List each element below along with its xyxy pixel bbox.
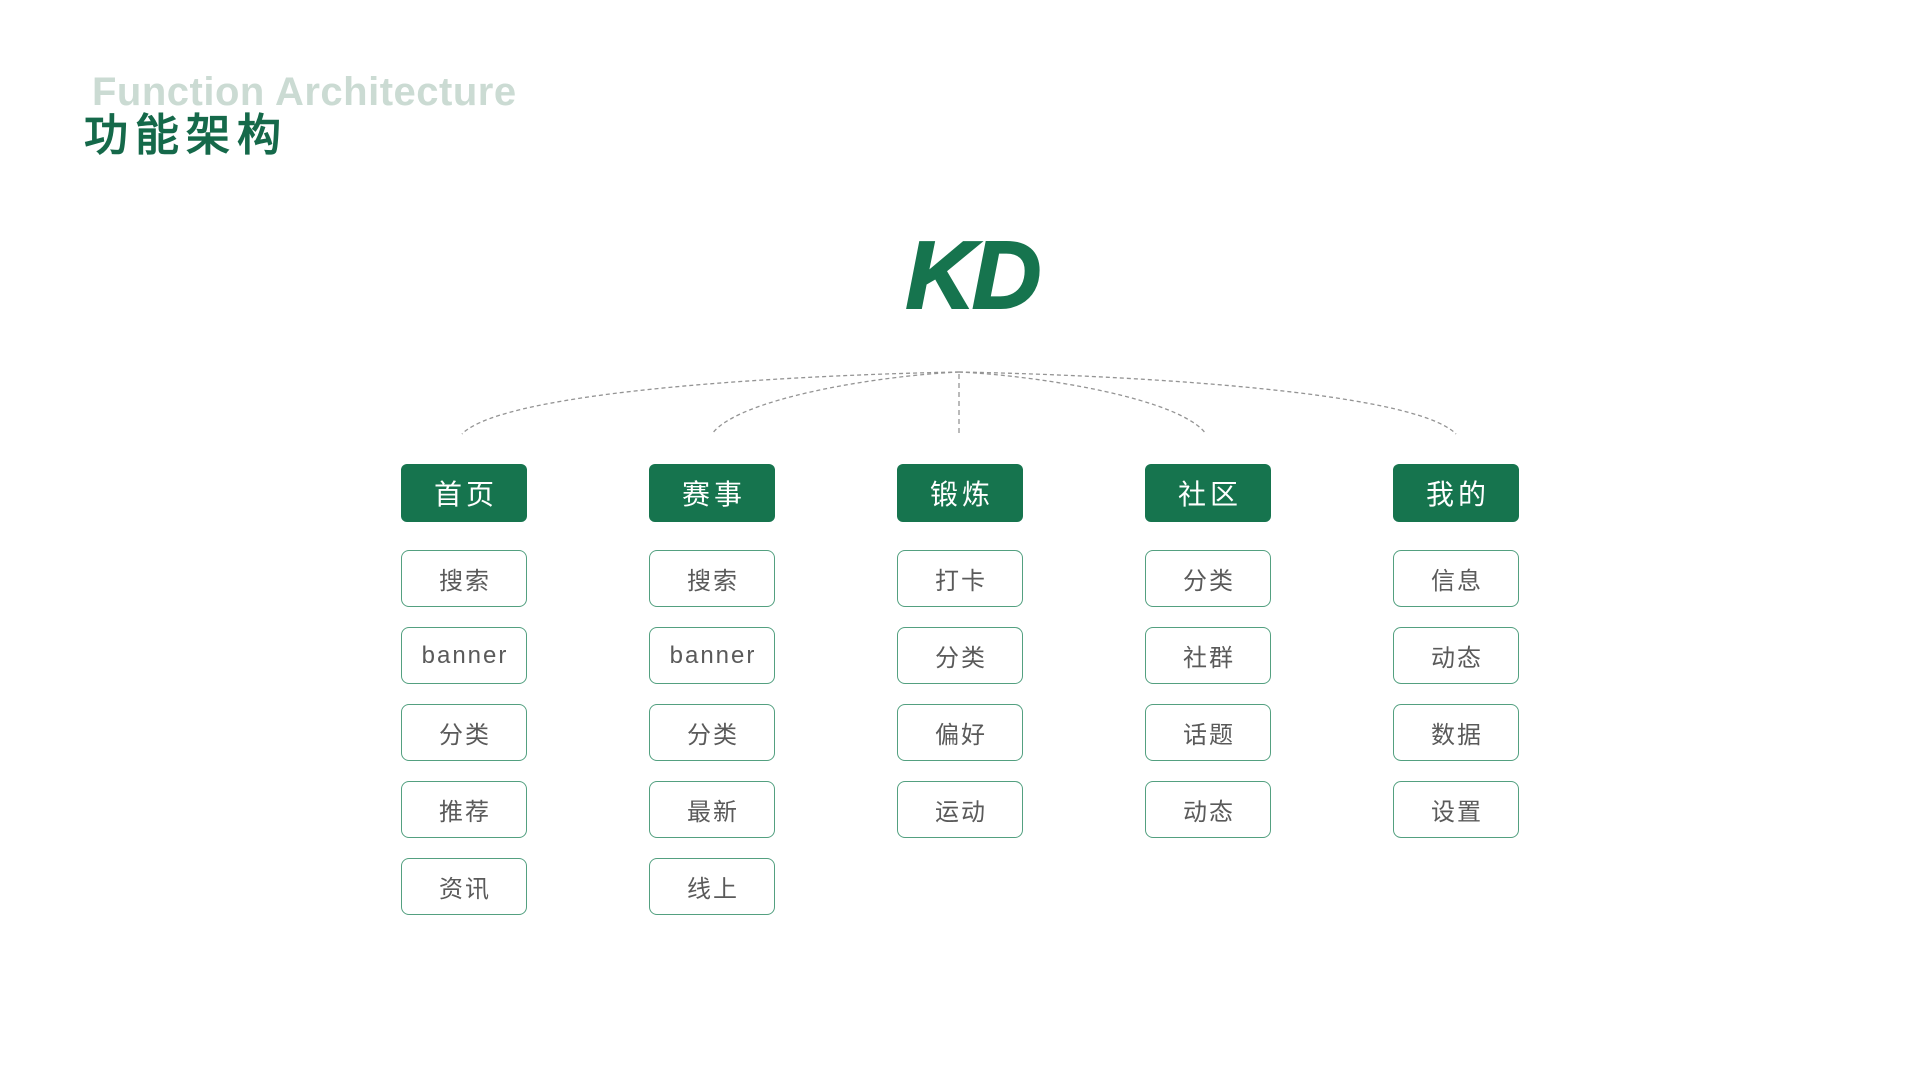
column-item: 推荐 [401,781,527,838]
column-item: 打卡 [897,550,1023,607]
column-item: 设置 [1393,781,1519,838]
column-item: 线上 [649,858,775,915]
column-exercise: 锻炼 打卡 分类 偏好 运动 [897,464,1023,935]
column-item: 最新 [649,781,775,838]
column-item: 信息 [1393,550,1519,607]
column-header-home: 首页 [401,464,527,522]
column-item: banner [649,627,775,684]
page-title-en: Function Architecture [92,70,517,114]
architecture-columns: 首页 搜索 banner 分类 推荐 资讯 赛事 搜索 banner 分类 最新… [401,464,1519,935]
column-community: 社区 分类 社群 话题 动态 [1145,464,1271,935]
column-header-exercise: 锻炼 [897,464,1023,522]
column-item: 运动 [897,781,1023,838]
column-item: 动态 [1393,627,1519,684]
column-header-community: 社区 [1145,464,1271,522]
column-mine: 我的 信息 动态 数据 设置 [1393,464,1519,935]
column-item: 数据 [1393,704,1519,761]
column-header-events: 赛事 [649,464,775,522]
connector-community [958,371,1207,435]
connector-home [461,371,960,435]
column-item: 分类 [649,704,775,761]
column-home: 首页 搜索 banner 分类 推荐 资讯 [401,464,527,935]
column-item: 分类 [1145,550,1271,607]
column-events: 赛事 搜索 banner 分类 最新 线上 [649,464,775,935]
page-title: 功能架构 [84,111,288,160]
column-item: banner [401,627,527,684]
connector-mine [958,371,1457,435]
column-header-mine: 我的 [1393,464,1519,522]
connector-events [711,371,960,435]
column-item: 分类 [897,627,1023,684]
kd-logo: KD [905,222,1043,329]
column-item: 分类 [401,704,527,761]
column-item: 社群 [1145,627,1271,684]
column-item: 偏好 [897,704,1023,761]
column-item: 搜索 [649,550,775,607]
column-item: 搜索 [401,550,527,607]
column-item: 资讯 [401,858,527,915]
column-item: 话题 [1145,704,1271,761]
column-item: 动态 [1145,781,1271,838]
